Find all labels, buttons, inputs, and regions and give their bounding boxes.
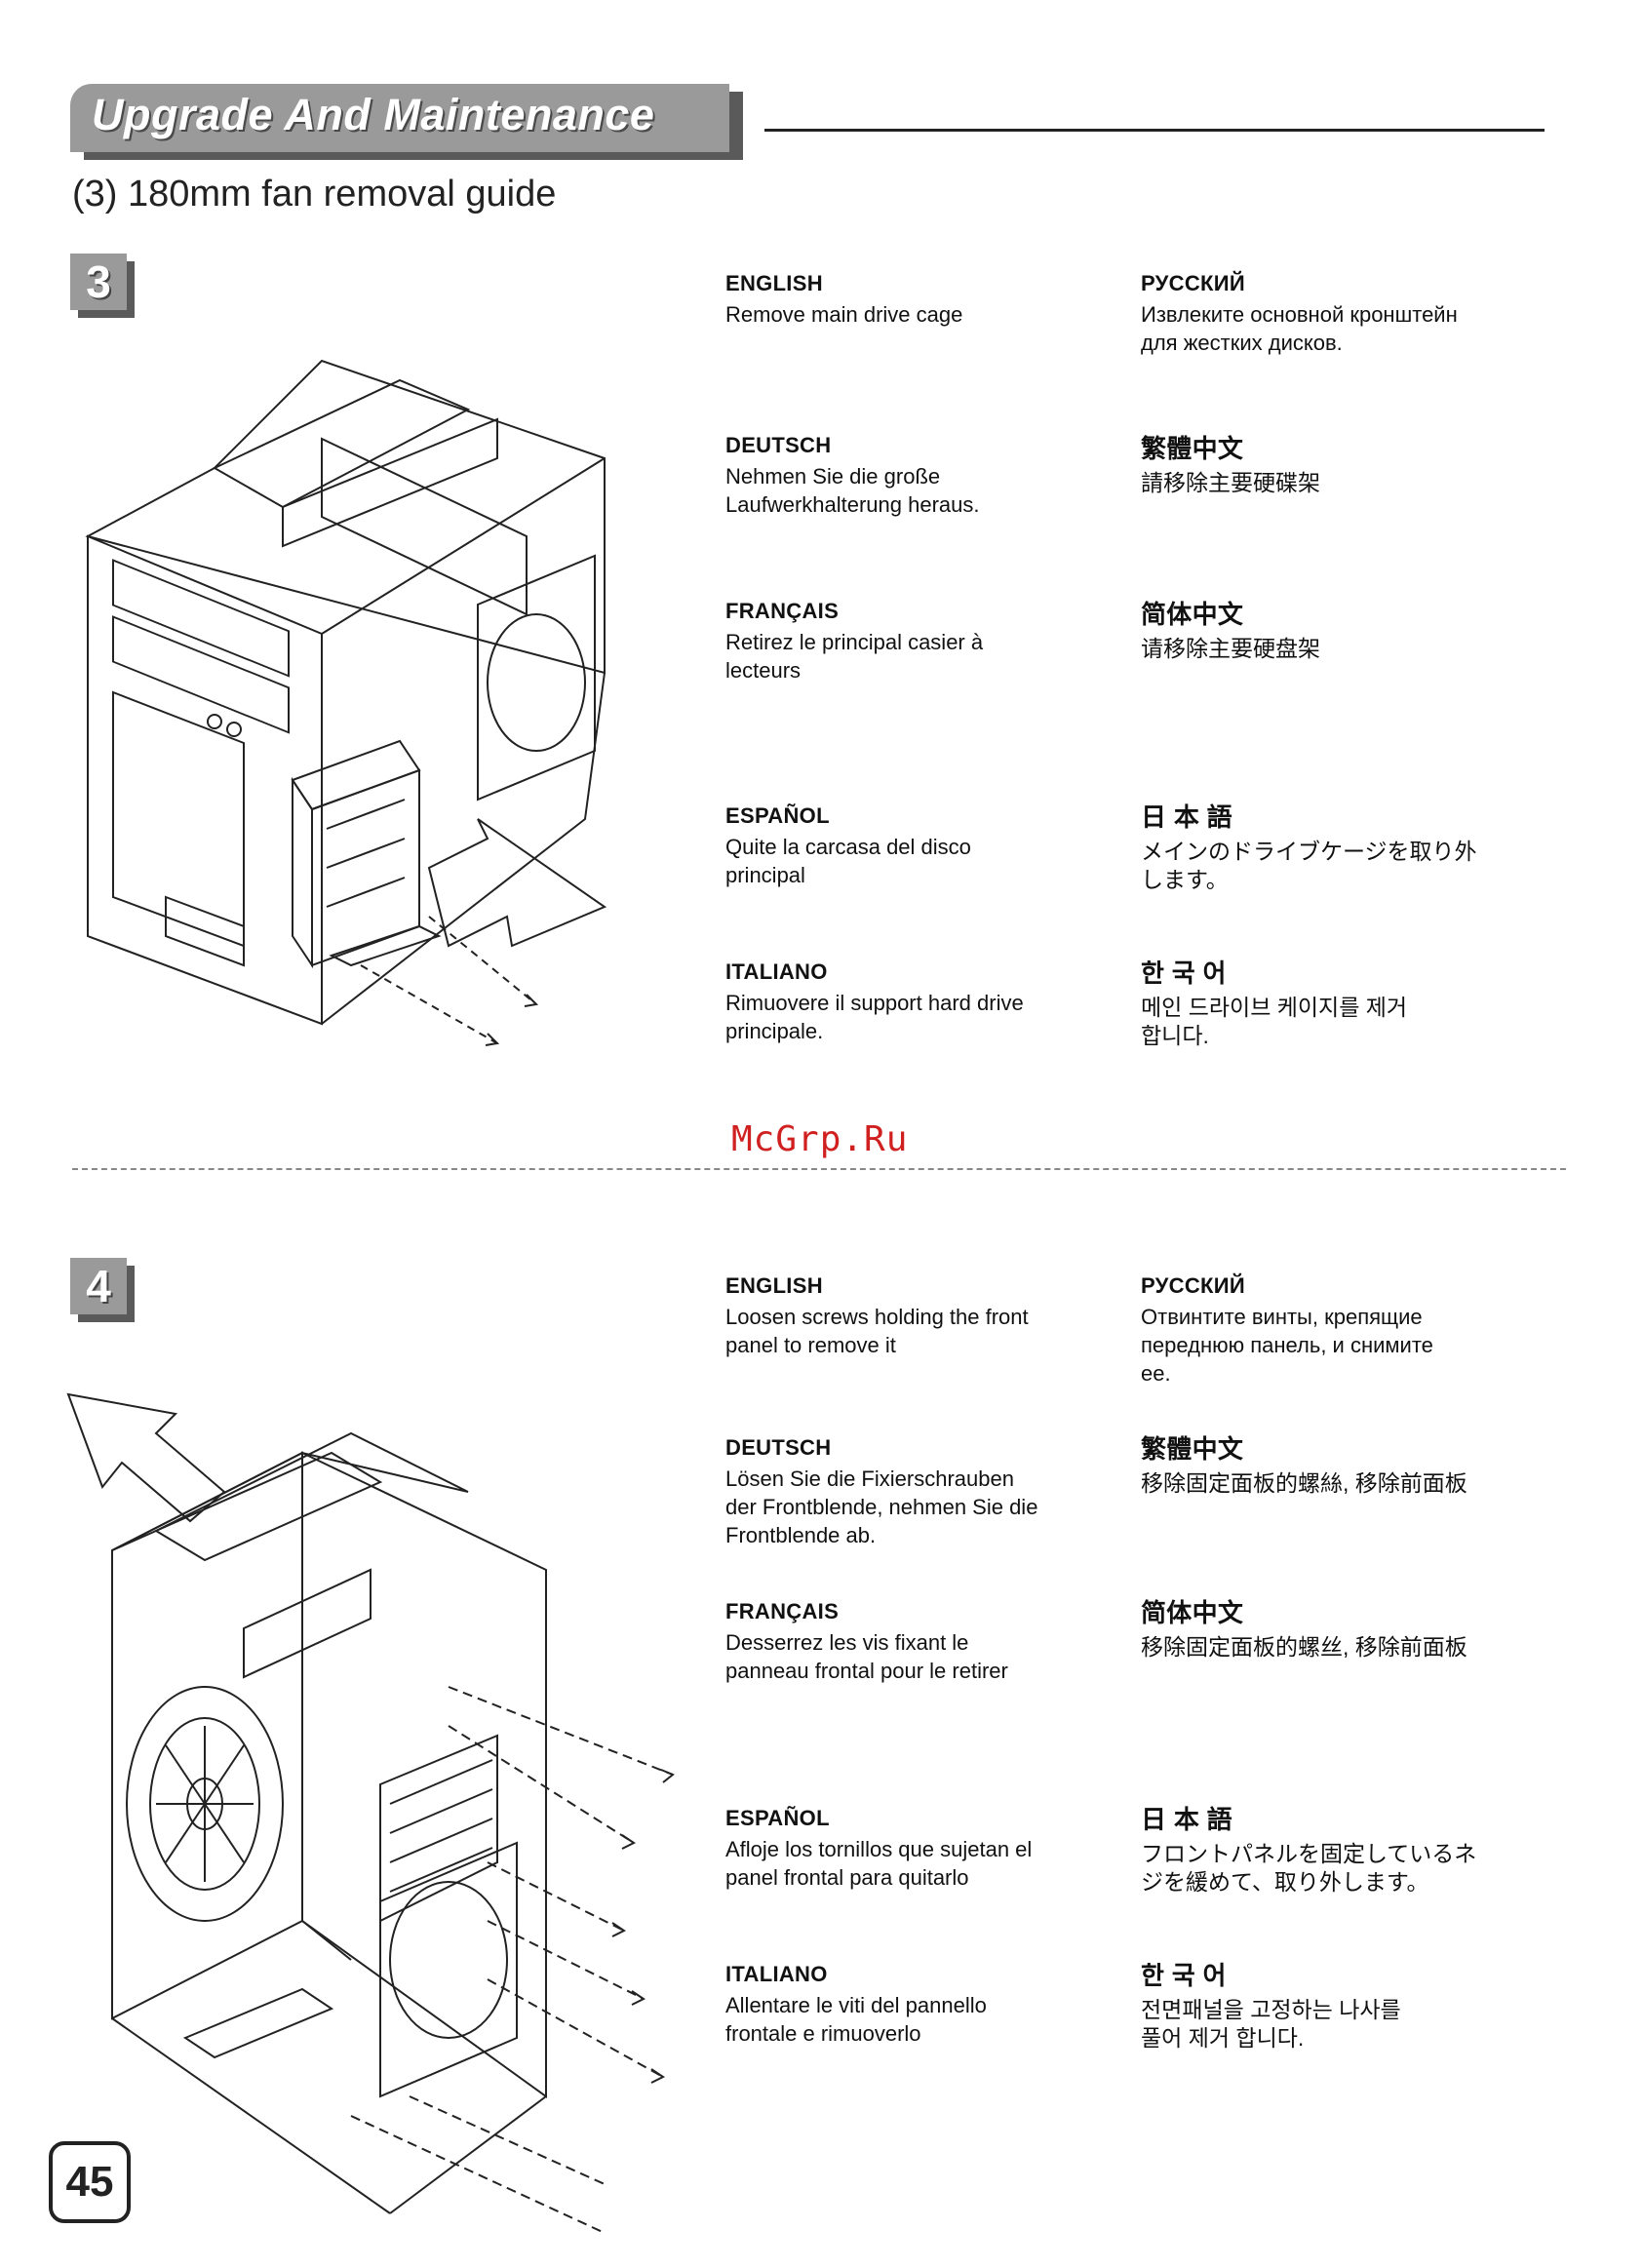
lang-text: Loosen screws holding the front panel to… [725, 1305, 1029, 1357]
lang-text: 請移除主要硬碟架 [1141, 470, 1320, 495]
step-4-illustration [66, 1392, 675, 2233]
step-4-russian: РУССКИЙ Отвинтите винты, крепящие передн… [1141, 1273, 1511, 1388]
lang-text: 移除固定面板的螺絲, 移除前面板 [1141, 1470, 1467, 1496]
lang-text: Remove main drive cage [725, 302, 963, 327]
lang-heading: РУССКИЙ [1141, 271, 1245, 295]
lang-text: Извлеките основной кронштейн для жестких… [1141, 302, 1458, 355]
step-4-simp-chinese: 简体中文 移除固定面板的螺丝, 移除前面板 [1141, 1593, 1511, 1662]
section-divider [72, 1168, 1566, 1170]
lang-text: Retirez le principal casier à lecteurs [725, 630, 984, 683]
lang-heading: FRANÇAIS [725, 599, 840, 623]
step-4-english: ENGLISH Loosen screws holding the front … [725, 1273, 1096, 1359]
lang-text: Lösen Sie die Fixierschrauben der Frontb… [725, 1466, 1038, 1547]
step-number: 4 [70, 1258, 127, 1314]
step-3-german: DEUTSCH Nehmen Sie die große Laufwerkhal… [725, 433, 1096, 519]
lang-heading: 한 국 어 [1141, 958, 1227, 988]
lang-heading: ITALIANO [725, 1962, 828, 1986]
step-4-german: DEUTSCH Lösen Sie die Fixierschrauben de… [725, 1435, 1096, 1549]
lang-heading: ENGLISH [725, 271, 823, 295]
lang-heading: DEUTSCH [725, 1435, 832, 1460]
lang-text: 전면패널을 고정하는 나사를 풀어 제거 합니다. [1141, 1997, 1401, 2051]
step-4-spanish: ESPAÑOL Afloje los tornillos que sujetan… [725, 1806, 1096, 1892]
lang-text: Rimuovere il support hard drive principa… [725, 991, 1024, 1043]
step-3-english: ENGLISH Remove main drive cage [725, 271, 1096, 329]
lang-heading: 한 국 어 [1141, 1961, 1227, 1990]
step-4-korean: 한 국 어 전면패널을 고정하는 나사를 풀어 제거 합니다. [1141, 1956, 1511, 2053]
step-3-japanese: 日 本 語 メインのドライブケージを取り外 します。 [1141, 798, 1511, 894]
lang-text: 请移除主要硬盘架 [1141, 636, 1320, 661]
lang-text: Afloje los tornillos que sujetan el pane… [725, 1837, 1033, 1890]
step-3-italian: ITALIANO Rimuovere il support hard drive… [725, 959, 1096, 1045]
lang-heading: ENGLISH [725, 1273, 823, 1298]
lang-heading: 日 本 語 [1141, 1805, 1232, 1834]
section-title: Upgrade And Maintenance [92, 90, 655, 139]
lang-heading: 繁體中文 [1141, 1434, 1244, 1464]
lang-heading: FRANÇAIS [725, 1599, 840, 1623]
step-3-french: FRANÇAIS Retirez le principal casier à l… [725, 599, 1096, 684]
step-3-russian: РУССКИЙ Извлеките основной кронштейн для… [1141, 271, 1511, 357]
lang-text: 移除固定面板的螺丝, 移除前面板 [1141, 1634, 1467, 1660]
header-rule [764, 129, 1545, 132]
step-4-trad-chinese: 繁體中文 移除固定面板的螺絲, 移除前面板 [1141, 1429, 1511, 1498]
step-4-french: FRANÇAIS Desserrez les vis fixant le pan… [725, 1599, 1096, 1685]
lang-heading: 繁體中文 [1141, 434, 1244, 463]
lang-heading: ESPAÑOL [725, 803, 830, 828]
step-3-illustration [85, 359, 607, 1046]
lang-text: Desserrez les vis fixant le panneau fron… [725, 1630, 1008, 1683]
step-3-badge: 3 [70, 254, 135, 318]
lang-text: 메인 드라이브 케이지를 제거 합니다. [1141, 995, 1408, 1048]
guide-subtitle: (3) 180mm fan removal guide [72, 174, 557, 215]
watermark: McGrp.Ru [731, 1119, 909, 1159]
step-3-simp-chinese: 简体中文 请移除主要硬盘架 [1141, 595, 1511, 663]
lang-heading: ESPAÑOL [725, 1806, 830, 1830]
step-3-korean: 한 국 어 메인 드라이브 케이지를 제거 합니다. [1141, 954, 1511, 1050]
step-3-trad-chinese: 繁體中文 請移除主要硬碟架 [1141, 429, 1511, 497]
step-4-japanese: 日 本 語 フロントパネルを固定しているネ ジを緩めて、取り外します。 [1141, 1800, 1511, 1897]
section-banner: Upgrade And Maintenance [70, 84, 743, 160]
lang-heading: 日 本 語 [1141, 802, 1232, 832]
lang-heading: ITALIANO [725, 959, 828, 984]
lang-text: Nehmen Sie die große Laufwerkhalterung h… [725, 464, 980, 517]
lang-heading: РУССКИЙ [1141, 1273, 1245, 1298]
step-4-badge: 4 [70, 1258, 135, 1322]
step-3-spanish: ESPAÑOL Quite la carcasa del disco princ… [725, 803, 1096, 889]
lang-text: Quite la carcasa del disco principal [725, 835, 971, 887]
lang-text: Allentare le viti del pannello frontale … [725, 1993, 987, 2046]
lang-heading: DEUTSCH [725, 433, 832, 457]
lang-heading: 简体中文 [1141, 1598, 1244, 1627]
page-number: 45 [49, 2141, 131, 2223]
lang-heading: 简体中文 [1141, 600, 1244, 629]
lang-text: メインのドライブケージを取り外 します。 [1141, 839, 1477, 892]
step-4-italian: ITALIANO Allentare le viti del pannello … [725, 1962, 1096, 2048]
step-number: 3 [70, 254, 127, 310]
lang-text: フロントパネルを固定しているネ ジを緩めて、取り外します。 [1141, 1841, 1477, 1895]
lang-text: Отвинтите винты, крепящие переднюю панел… [1141, 1305, 1433, 1386]
